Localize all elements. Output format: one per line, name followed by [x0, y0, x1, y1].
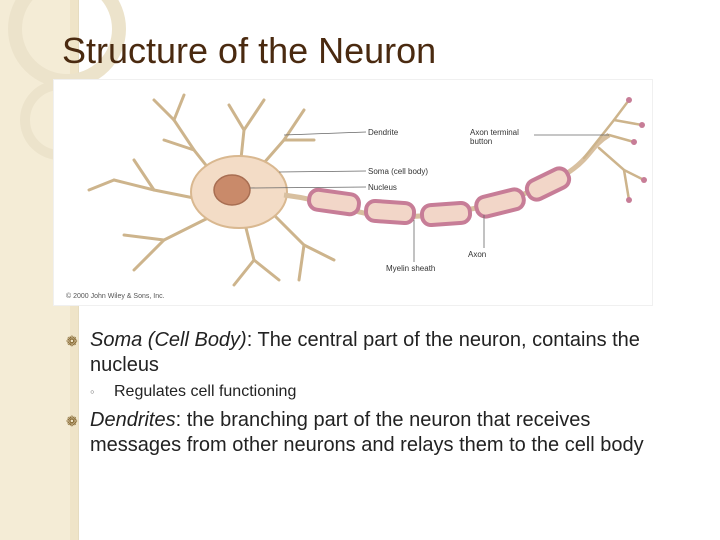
- neuron-diagram: Dendrite Axon terminal button Soma (cell…: [54, 80, 652, 305]
- bullet-text: : the branching part of the neuron that …: [90, 409, 644, 456]
- nucleus: [213, 174, 251, 206]
- bullet-soma: ❁ Soma (Cell Body): The central part of …: [66, 328, 686, 378]
- neuron-illustration: [87, 93, 647, 287]
- label-dendrite: Dendrite: [368, 128, 399, 137]
- terminal-buttons: [626, 97, 647, 203]
- bullet-dendrites: ❁ Dendrites: the branching part of the n…: [66, 408, 686, 458]
- bullet-list: ❁ Soma (Cell Body): The central part of …: [66, 328, 686, 458]
- axon-terminals: [582, 98, 646, 202]
- label-nucleus: Nucleus: [368, 183, 397, 192]
- copyright-credit: © 2000 John Wiley & Sons, Inc.: [66, 293, 165, 300]
- slide-title: Structure of the Neuron: [62, 30, 437, 71]
- bullet-term: Soma (Cell Body): [90, 329, 247, 351]
- leader-lines: [249, 131, 609, 262]
- label-axon: Axon: [468, 250, 487, 259]
- label-myelin: Myelin sheath: [386, 264, 436, 273]
- bullet-icon: ❁: [66, 333, 78, 349]
- sub-bullet-icon: ◦: [90, 384, 95, 399]
- sub-bullet-text: Regulates cell functioning: [114, 383, 297, 400]
- sub-bullet: ◦ Regulates cell functioning: [66, 382, 686, 402]
- myelin-sheath: [307, 166, 572, 228]
- bullet-icon: ❁: [66, 413, 78, 429]
- label-axon-terminal: Axon terminal button: [470, 128, 519, 146]
- label-soma: Soma (cell body): [368, 167, 429, 176]
- bullet-text: : The central part of the neuron, contai…: [90, 329, 640, 376]
- bullet-term: Dendrites: [90, 409, 176, 431]
